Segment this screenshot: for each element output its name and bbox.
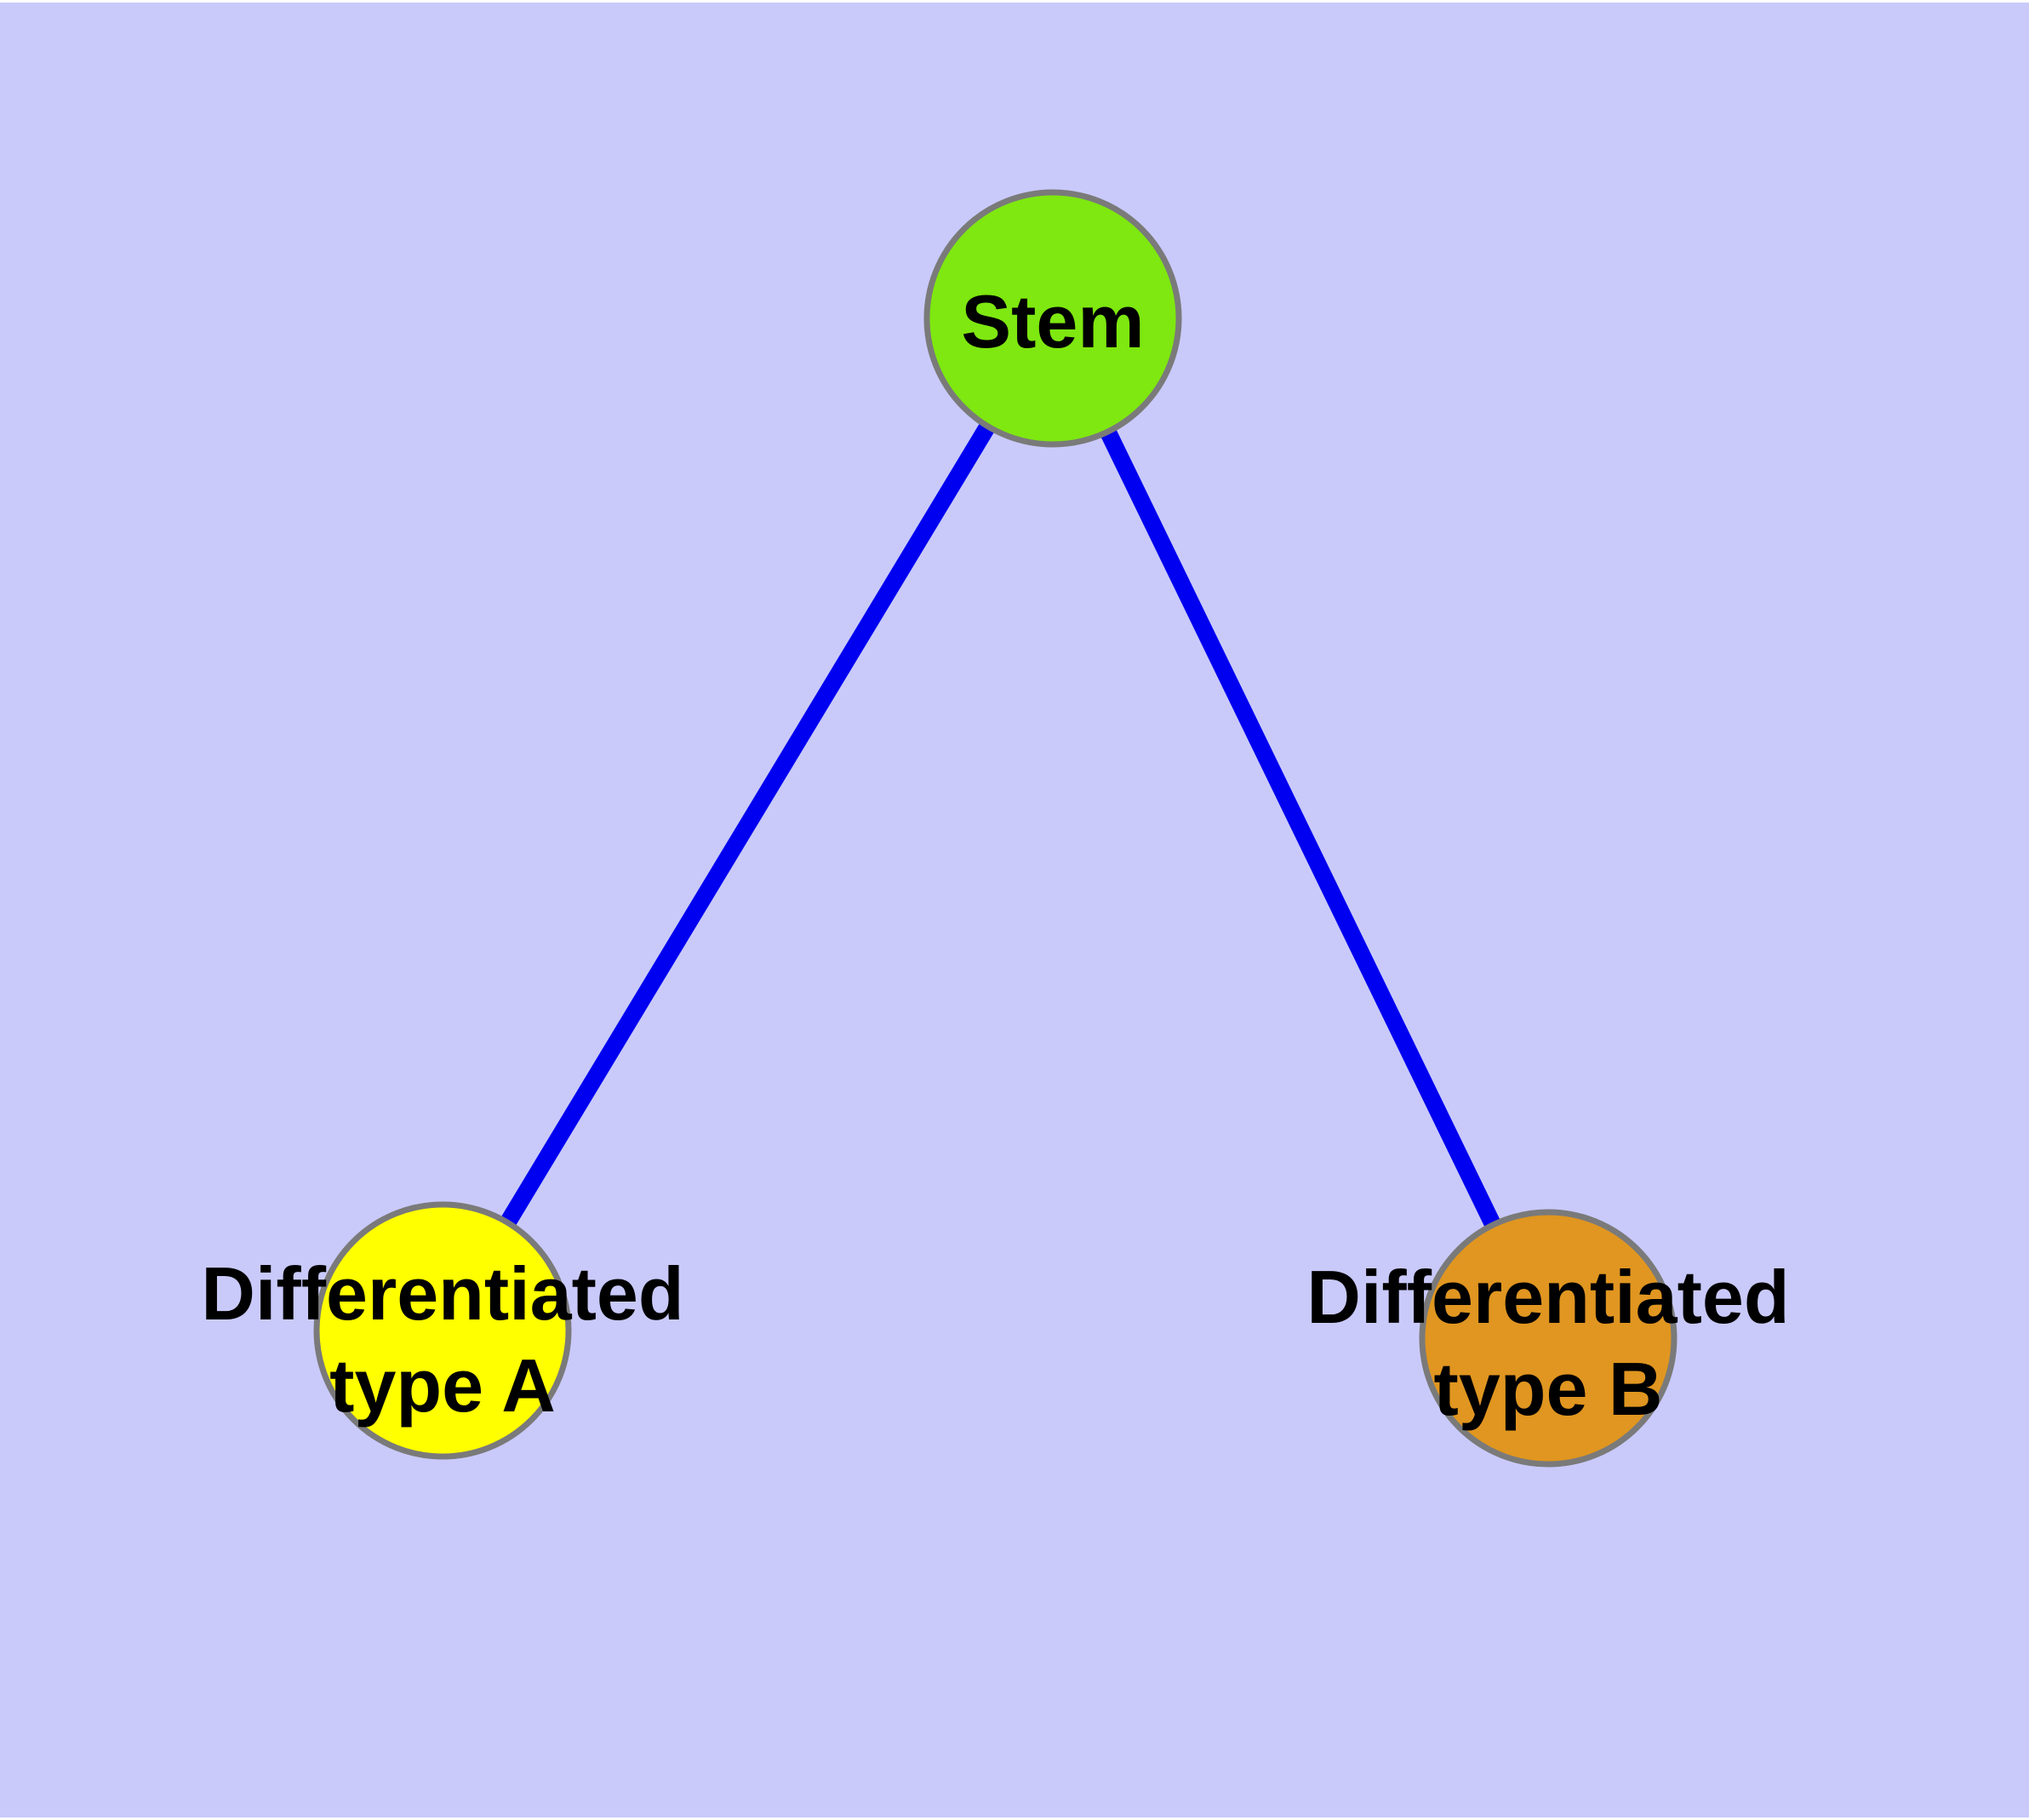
node-type-a-label-line1: Differentiated xyxy=(201,1251,683,1336)
edge-stem-to-type-b xyxy=(1045,314,1556,1342)
node-type-b-label-line1: Differentiated xyxy=(1306,1255,1789,1339)
node-stem-label: Stem xyxy=(961,279,1144,363)
node-differentiated-type-a xyxy=(313,1201,572,1460)
node-stem xyxy=(923,189,1182,448)
node-type-b-label-line2: type B xyxy=(1434,1347,1663,1431)
edge-stem-to-type-a xyxy=(435,313,1060,1336)
node-differentiated-type-b xyxy=(1419,1209,1677,1468)
node-type-a-label-line2: type A xyxy=(329,1343,556,1428)
